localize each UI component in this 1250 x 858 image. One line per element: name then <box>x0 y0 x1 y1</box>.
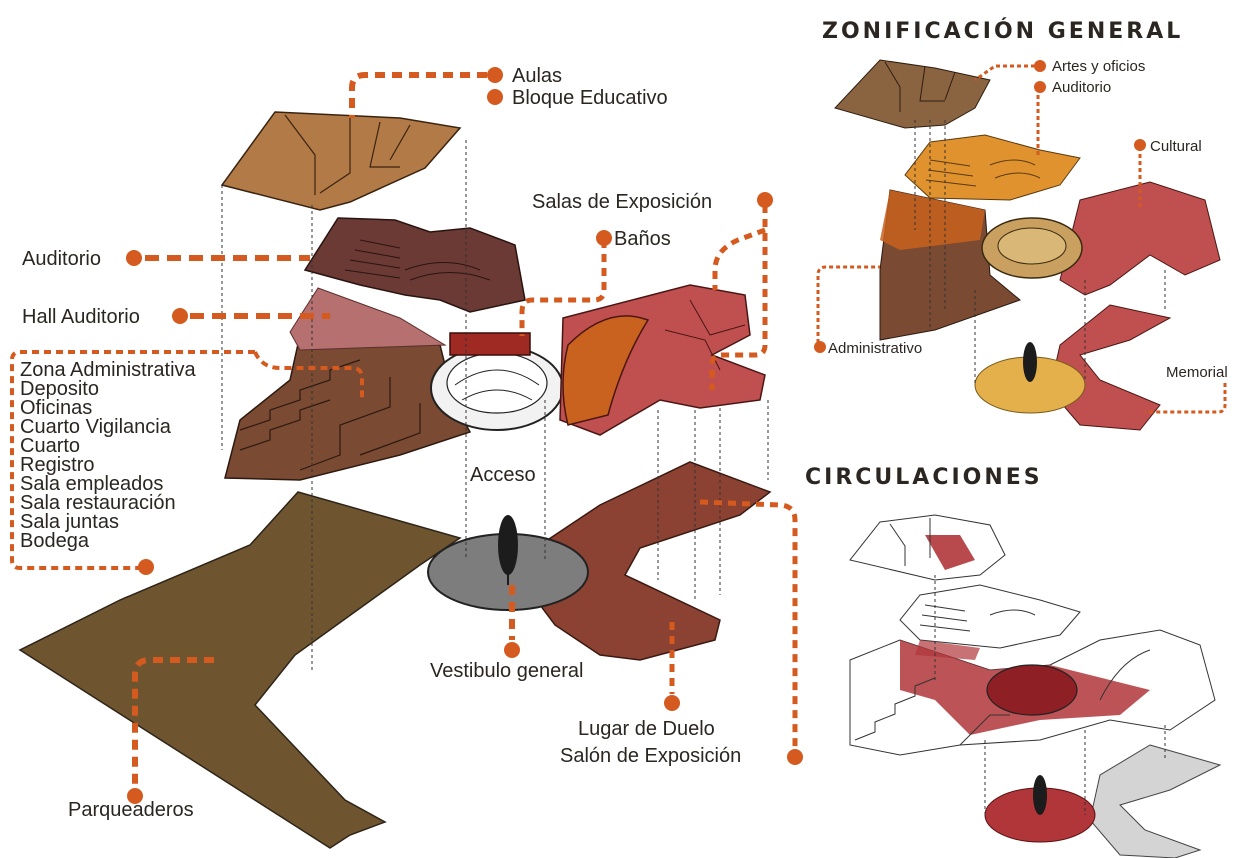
admin-item: Registro <box>20 454 94 476</box>
circulation-projection-lines <box>934 575 1166 815</box>
label-vestibulo: Vestibulo general <box>430 660 583 682</box>
dot-salas <box>757 192 773 208</box>
leader-banos <box>519 240 607 336</box>
label-salon-exposicion: Salón de Exposición <box>560 745 741 767</box>
exhibition-orange-curve <box>562 315 650 426</box>
label-bloque-educativo: Bloque Educativo <box>512 87 668 109</box>
circulation-route-auditorio <box>915 640 980 660</box>
admin-item: Cuarto <box>20 435 80 457</box>
circulation-top-level <box>849 514 1006 581</box>
label-acceso: Acceso <box>470 464 536 486</box>
dot-zoning-artes <box>1034 60 1046 72</box>
education-partitions <box>284 114 411 195</box>
zoning-artes-partitions <box>884 61 956 112</box>
auditorium-seats <box>344 239 491 281</box>
dot-parqueaderos <box>127 788 143 804</box>
label-zoning-memorial: Memorial <box>1166 364 1228 381</box>
label-lugar-duelo: Lugar de Duelo <box>578 718 715 740</box>
dot-auditorio <box>126 250 142 266</box>
circulation-route-top <box>925 535 975 570</box>
dot-vestibulo <box>504 642 520 658</box>
main-axonometric: Aulas Bloque Educativo Salas de Exposici… <box>10 65 803 849</box>
label-hall-auditorio: Hall Auditorio <box>22 306 140 328</box>
tree-icon <box>1023 342 1037 382</box>
admin-item: Zona Administrativa <box>20 359 197 381</box>
label-auditorio: Auditorio <box>22 248 101 270</box>
education-block <box>220 111 462 211</box>
zoning-orange-fade <box>880 190 985 250</box>
heading-circulaciones: CIRCULACIONES <box>805 465 1043 490</box>
zoning-leader-admin <box>816 265 880 343</box>
dot-salon <box>787 749 803 765</box>
leader-admin-bracket <box>10 350 255 570</box>
circulation-auditorio-level <box>899 584 1081 649</box>
leader-salas-branch <box>712 227 766 290</box>
leader-salon <box>699 499 798 752</box>
admin-item: Sala juntas <box>20 511 119 533</box>
zoning-auditorio-seats <box>925 159 1041 187</box>
dot-zoning-cultural <box>1134 139 1146 151</box>
hall-auditorio-plane <box>289 287 447 351</box>
dot-banos <box>596 230 612 246</box>
circulation-ring <box>986 664 1078 716</box>
admin-item: Sala restauración <box>20 492 176 514</box>
dot-zoning-auditorio <box>1034 81 1046 93</box>
parking-slab <box>18 491 462 849</box>
zoning-artes-level <box>834 59 991 129</box>
zoning-leader-artes <box>974 64 1035 82</box>
label-zoning-admin: Administrativo <box>828 340 922 357</box>
admin-item: Deposito <box>20 378 99 400</box>
zoning-auditorio-level <box>904 134 1081 201</box>
leader-parqueaderos <box>132 657 214 790</box>
label-aulas: Aulas <box>512 65 562 87</box>
circulation-memorial-slab <box>1089 744 1222 858</box>
label-zoning-auditorio: Auditorio <box>1052 79 1111 96</box>
dot-admin <box>138 559 154 575</box>
zoning-projection-lines <box>914 120 1166 385</box>
dot-aulas <box>487 67 503 83</box>
zoning-leader-memorial <box>1145 383 1227 414</box>
label-banos: Baños <box>614 228 671 250</box>
admin-stairs <box>239 359 421 471</box>
admin-item: Cuarto Vigilancia <box>20 416 172 438</box>
tree-icon <box>498 515 518 585</box>
zoning-cultural-level <box>1059 181 1221 296</box>
dot-bloque <box>487 89 503 105</box>
dot-hall <box>172 308 188 324</box>
tree-icon <box>1033 775 1047 815</box>
admin-list: Zona Administrativa Deposito Oficinas Cu… <box>20 359 197 552</box>
label-zoning-cultural: Cultural <box>1150 138 1202 155</box>
zoning-diagram: Artes y oficios Auditorio Cultural Admin… <box>814 58 1228 431</box>
circulation-diagram <box>849 514 1222 858</box>
admin-item: Sala empleados <box>20 473 163 495</box>
heading-zonificacion: ZONIFICACIÓN GENERAL <box>822 18 1183 44</box>
label-parqueaderos: Parqueaderos <box>68 799 194 821</box>
label-zoning-artes: Artes y oficios <box>1052 58 1145 75</box>
admin-block <box>224 334 472 481</box>
auditorium-block <box>303 217 526 313</box>
banos-block <box>449 332 531 356</box>
leader-salas <box>709 205 768 390</box>
dot-zoning-admin <box>814 341 826 353</box>
leader-aulas <box>349 72 487 118</box>
admin-item: Oficinas <box>20 397 92 419</box>
circulation-top-partitions <box>889 518 931 566</box>
circulation-auditorio-seats <box>919 604 1036 632</box>
dot-duelo <box>664 695 680 711</box>
admin-item: Bodega <box>20 530 90 552</box>
label-salas-exposicion: Salas de Exposición <box>532 191 712 213</box>
circulation-stairs <box>854 649 1151 746</box>
